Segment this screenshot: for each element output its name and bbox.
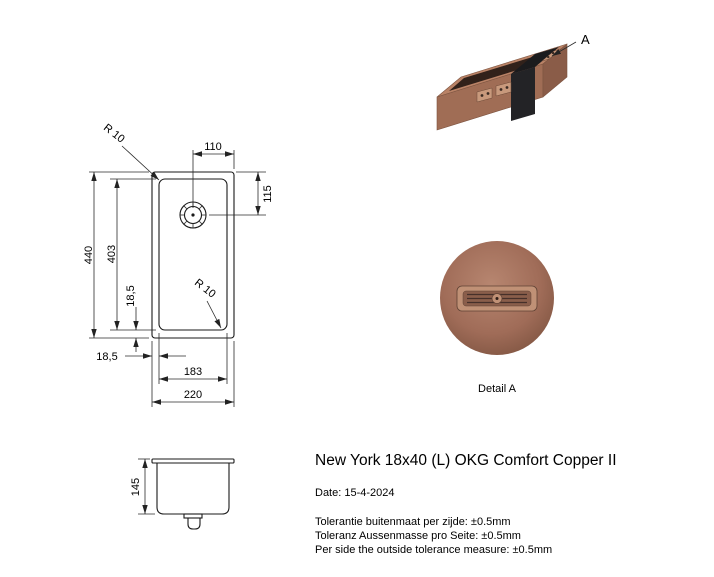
bowl-opening	[449, 51, 552, 91]
drain-stub	[187, 518, 201, 530]
dim-width-bowl: 183	[184, 366, 202, 378]
dim-rim-left: 18,5	[125, 285, 137, 306]
accessory-top	[511, 47, 559, 74]
dim-height-bowl: 403	[106, 245, 118, 263]
detail-callout-label: A	[581, 32, 590, 47]
side-view: 145	[130, 458, 235, 530]
dim-rim-bottom: 18,5	[96, 351, 117, 363]
tolerance-line-de: Toleranz Aussenmasse pro Seite: ±0.5mm	[315, 530, 521, 542]
dim-drain-y: 115	[262, 185, 274, 203]
dim-width-total: 220	[184, 389, 202, 401]
drain-flange	[183, 513, 203, 519]
detail-callout-leader	[551, 41, 577, 57]
radius-label-top: R 10	[101, 122, 127, 146]
date-line: Date: 15-4-2024	[315, 487, 395, 499]
dim-height-total: 440	[83, 246, 95, 264]
dim-drain-x: 110	[204, 141, 222, 153]
mounting-clip-1	[476, 87, 493, 103]
side-bowl-outline	[156, 463, 230, 515]
side-flange	[151, 458, 235, 464]
tolerance-block: Tolerantie buitenmaat per zijde: ±0.5mm …	[315, 515, 617, 557]
radius-label-bottom: R 10	[192, 277, 218, 301]
tolerance-line-en: Per side the outside tolerance measure: …	[315, 544, 553, 556]
drain-symbol	[179, 201, 207, 229]
top-view: 110 115 440 403 18,5 18,5 183 220 R 10 R…	[83, 122, 274, 407]
overflow-screw-center	[495, 297, 499, 300]
mounting-clip-2	[495, 81, 512, 97]
accessory-front	[511, 67, 535, 121]
product-title: New York 18x40 (L) OKG Comfort Copper II	[315, 452, 617, 469]
detail-caption: Detail A	[478, 383, 517, 395]
title-block: New York 18x40 (L) OKG Comfort Copper II…	[315, 452, 617, 557]
isometric-view: A	[436, 32, 590, 131]
radius-leader-top	[121, 145, 160, 181]
radius-leader-bottom	[206, 300, 222, 329]
dim-side-height: 145	[130, 478, 142, 496]
extension-lines	[89, 150, 266, 407]
detail-view: Detail A	[440, 241, 554, 395]
tolerance-line-nl: Tolerantie buitenmaat per zijde: ±0.5mm	[315, 516, 511, 528]
